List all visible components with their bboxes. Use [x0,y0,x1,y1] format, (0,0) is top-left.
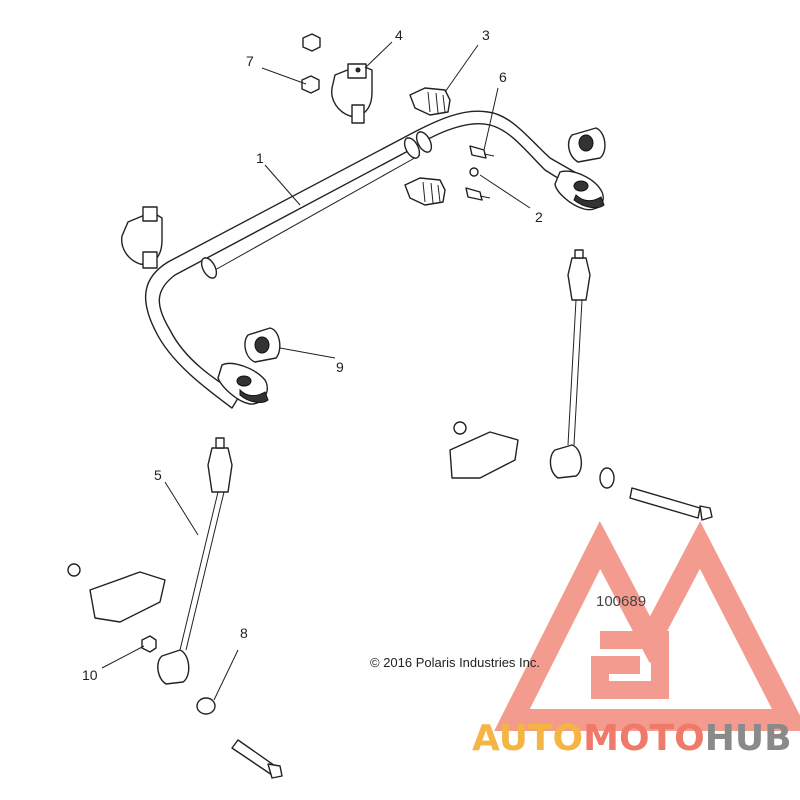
callout-1: 1 [256,150,264,166]
link-assembly-right [549,249,713,521]
callout-10: 10 [82,667,98,683]
clamp-bracket-left [121,206,163,269]
watermark-wordmark: AUTOMOTOHUB [472,718,792,759]
link-assembly-5 [157,437,283,779]
mount-bracket-right [449,421,519,479]
callout-9: 9 [336,359,344,375]
watermark-moto: MOTO [583,718,705,759]
bar-bushing-3 [409,87,451,116]
callout-6: 6 [499,69,507,85]
clamp-bracket-4 [331,63,373,124]
watermark-hub: HUB [705,718,792,759]
callout-7: 7 [246,53,254,69]
watermark-logo [494,520,800,731]
nut-10 [141,635,157,653]
copyright-text: © 2016 Polaris Industries Inc. [370,655,540,670]
callout-4: 4 [395,27,403,43]
drawing-number: 100689 [596,593,646,610]
leader-lines [101,41,531,701]
callout-3: 3 [482,27,490,43]
callout-8: 8 [240,625,248,641]
callout-labels: 1 2 3 4 5 6 7 8 9 10 [82,27,543,683]
bushing-9 [244,327,281,363]
nut-7 [301,33,321,94]
bushing-right [567,127,606,163]
mount-bracket-left [67,563,166,623]
bar-bushing-lower [404,177,446,206]
callout-5: 5 [154,467,162,483]
nut-2 [469,167,479,177]
watermark-auto: AUTO [472,718,583,759]
stabilizer-bar [144,110,605,409]
callout-2: 2 [535,209,543,225]
bolt-6 [465,145,495,201]
